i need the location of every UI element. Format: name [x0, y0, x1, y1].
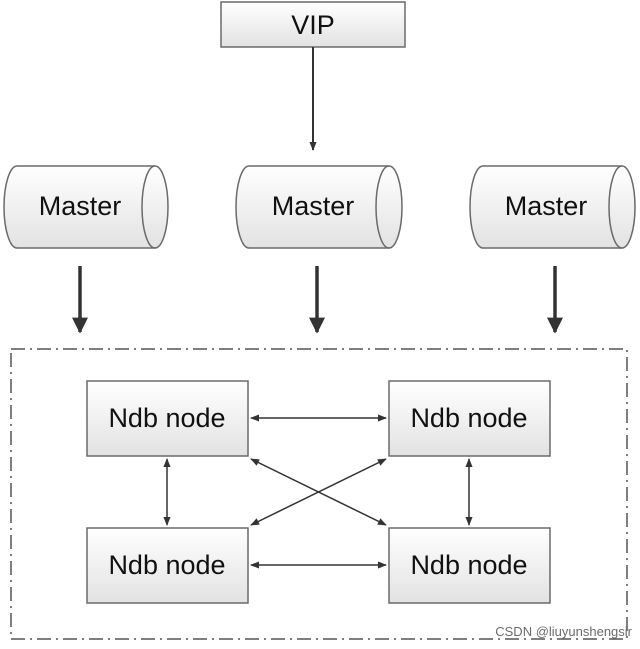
- master-label: Master: [272, 191, 355, 221]
- ndb-node-label: Ndb node: [108, 550, 225, 580]
- ndb-node-label: Ndb node: [108, 403, 225, 433]
- ndb-node-bottom-right: Ndb node: [388, 527, 551, 604]
- ndb-node-top-right: Ndb node: [388, 380, 551, 457]
- ndb-node-label: Ndb node: [410, 403, 527, 433]
- master-left: Master: [3, 165, 169, 249]
- master-label: Master: [505, 191, 588, 221]
- vip-box: VIP: [220, 1, 406, 48]
- vip-label: VIP: [291, 10, 335, 40]
- ndb-cluster-boundary: [10, 348, 628, 640]
- ndb-diagonal-arrow-up: [250, 458, 387, 526]
- watermark: CSDN @liuyunshengsir: [495, 624, 632, 639]
- master-right: Master: [469, 165, 636, 249]
- ndb-node-bottom-left: Ndb node: [86, 527, 249, 604]
- ndb-node-label: Ndb node: [410, 550, 527, 580]
- ndb-node-top-left: Ndb node: [86, 380, 249, 457]
- master-label: Master: [39, 191, 122, 221]
- master-center: Master: [235, 165, 403, 249]
